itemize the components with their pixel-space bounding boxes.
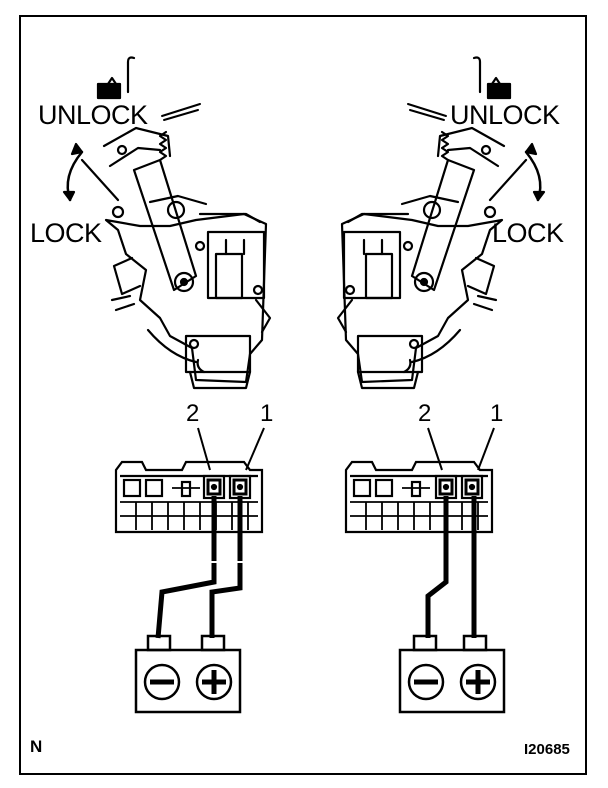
right-connector: [344, 460, 494, 534]
left-lock-label: LOCK: [30, 218, 102, 248]
left-battery-icon: [134, 634, 242, 714]
right-pin-2-label: 2: [418, 400, 432, 427]
right-actuator: [336, 56, 546, 390]
corner-code-left: N: [30, 737, 43, 756]
left-plus-terminal-icon: [195, 663, 233, 701]
right-wire-negative: [425, 496, 449, 638]
right-minus-terminal-icon: [407, 663, 445, 701]
left-unlock-label: UNLOCK: [38, 100, 148, 130]
outer-border: [19, 15, 587, 775]
figure-id-label: I20685: [524, 741, 570, 758]
left-minus-terminal-icon: [143, 663, 181, 701]
left-pin-2-pointer: [197, 427, 211, 471]
right-battery-icon: [398, 634, 506, 714]
left-actuator: [62, 56, 272, 390]
right-pin-1-label: 1: [490, 400, 504, 427]
left-pin-1-pointer: [245, 427, 265, 471]
left-wire-negative: [155, 496, 217, 639]
left-pin-1-label: 1: [260, 400, 274, 427]
right-plus-terminal-icon: [459, 663, 497, 701]
right-pin-2-pointer: [427, 427, 443, 471]
right-unlock-label: UNLOCK: [450, 100, 560, 130]
left-wire-positive: [209, 496, 243, 638]
right-pin-1-pointer: [477, 427, 495, 471]
left-pin-2-label: 2: [186, 400, 200, 427]
right-lock-label: LOCK: [492, 218, 564, 248]
